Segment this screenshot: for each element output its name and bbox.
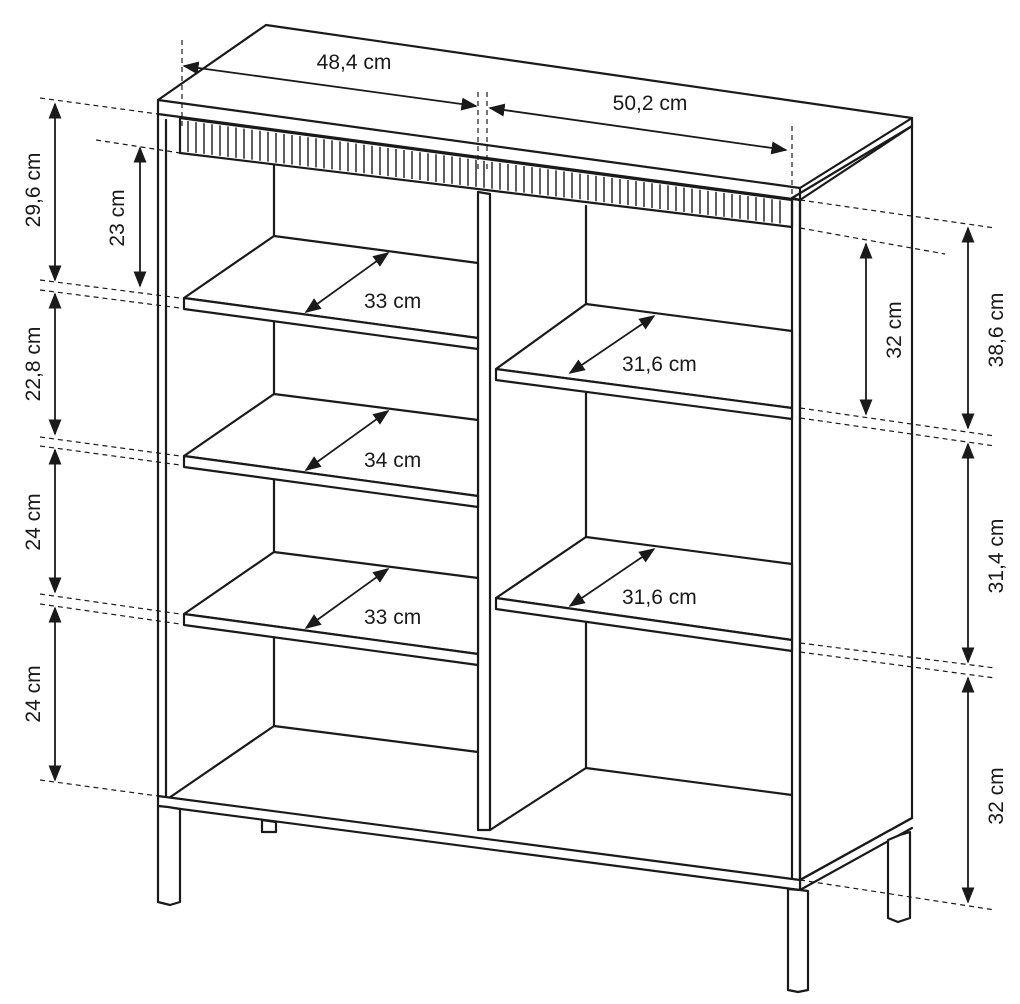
back-bottom-right xyxy=(584,766,794,797)
ext-left-7 xyxy=(39,593,181,615)
depth-label-right-2: 31,6 cm xyxy=(622,586,697,609)
ext-right-4 xyxy=(799,417,996,447)
ext-right-7 xyxy=(799,879,996,911)
ext-right-2 xyxy=(799,227,946,255)
ext-left-9 xyxy=(39,779,159,797)
left-shelf-3-edge xyxy=(182,612,480,667)
height-label-32-a: 32 cm xyxy=(883,301,906,358)
back-bottom-left xyxy=(272,724,480,754)
shelf-depth-arrows xyxy=(304,252,656,629)
height-label-22-8: 22,8 cm xyxy=(22,327,45,402)
width-label-left: 48,4 cm xyxy=(317,51,392,74)
ext-right-5 xyxy=(799,642,996,669)
right-side-panel xyxy=(790,124,914,882)
ext-left-5 xyxy=(39,436,181,457)
height-label-38-6: 38,6 cm xyxy=(985,293,1008,368)
leg-back-left xyxy=(260,818,278,834)
fluted-frieze xyxy=(178,116,794,229)
ext-right-6 xyxy=(799,651,996,679)
depth-arrow-left-3 xyxy=(304,568,390,629)
width-arrow-left xyxy=(182,61,478,111)
width-label-right: 50,2 cm xyxy=(613,92,688,115)
ext-left-3 xyxy=(39,279,181,299)
depth-label-left-2: 34 cm xyxy=(364,449,421,472)
depth-arrow-left-1 xyxy=(304,252,390,313)
cabinet xyxy=(156,23,914,994)
base-rail-side xyxy=(798,816,914,882)
width-arrow-right xyxy=(488,103,788,155)
left-shelf-1-edge xyxy=(182,296,480,351)
ext-left-1 xyxy=(39,97,159,115)
ext-left-6 xyxy=(39,445,181,466)
height-label-23: 23 cm xyxy=(106,189,129,246)
left-shelves xyxy=(182,234,480,667)
ext-left-2 xyxy=(95,139,181,154)
leg-front-right xyxy=(786,887,810,994)
depth-label-left-1: 33 cm xyxy=(364,290,421,313)
right-shelf-1-edge xyxy=(494,367,794,421)
right-height-dimensions: 38,6 cm 32 cm 31,4 cm 32 cm xyxy=(799,199,1008,911)
ext-right-3 xyxy=(799,407,996,437)
ext-left-8 xyxy=(39,603,181,625)
right-shelf-2-edge xyxy=(494,596,794,653)
ext-right-1 xyxy=(799,199,996,229)
height-label-31-4: 31,4 cm xyxy=(985,519,1008,594)
ext-left-4 xyxy=(39,289,181,309)
height-label-24-a: 24 cm xyxy=(22,493,45,550)
left-shelf-2-edge xyxy=(182,454,480,509)
depth-arrow-right-1 xyxy=(568,315,656,374)
depth-arrow-left-2 xyxy=(304,410,390,471)
left-height-dimensions: 29,6 cm 23 cm 22,8 cm 24 cm 24 cm xyxy=(22,97,181,797)
leg-front-left xyxy=(156,804,182,907)
leg-back-right xyxy=(886,830,912,924)
top-width-dimensions: 48,4 cm 50,2 cm xyxy=(181,40,793,218)
left-front-post xyxy=(156,112,168,802)
bottom-panel xyxy=(164,724,276,802)
bottom-panel-right xyxy=(488,766,588,832)
center-divider xyxy=(476,190,492,832)
frieze-flutes xyxy=(187,121,781,224)
height-label-24-b: 24 cm xyxy=(22,665,45,722)
height-label-32-b: 32 cm xyxy=(985,767,1008,824)
depth-label-left-3: 33 cm xyxy=(364,606,421,629)
depth-arrow-right-2 xyxy=(568,548,656,607)
height-label-29-6: 29,6 cm xyxy=(22,153,45,228)
shelf-depth-labels: 33 cm 34 cm 33 cm 31,6 cm 31,6 cm xyxy=(364,290,697,629)
depth-label-right-1: 31,6 cm xyxy=(622,353,697,376)
